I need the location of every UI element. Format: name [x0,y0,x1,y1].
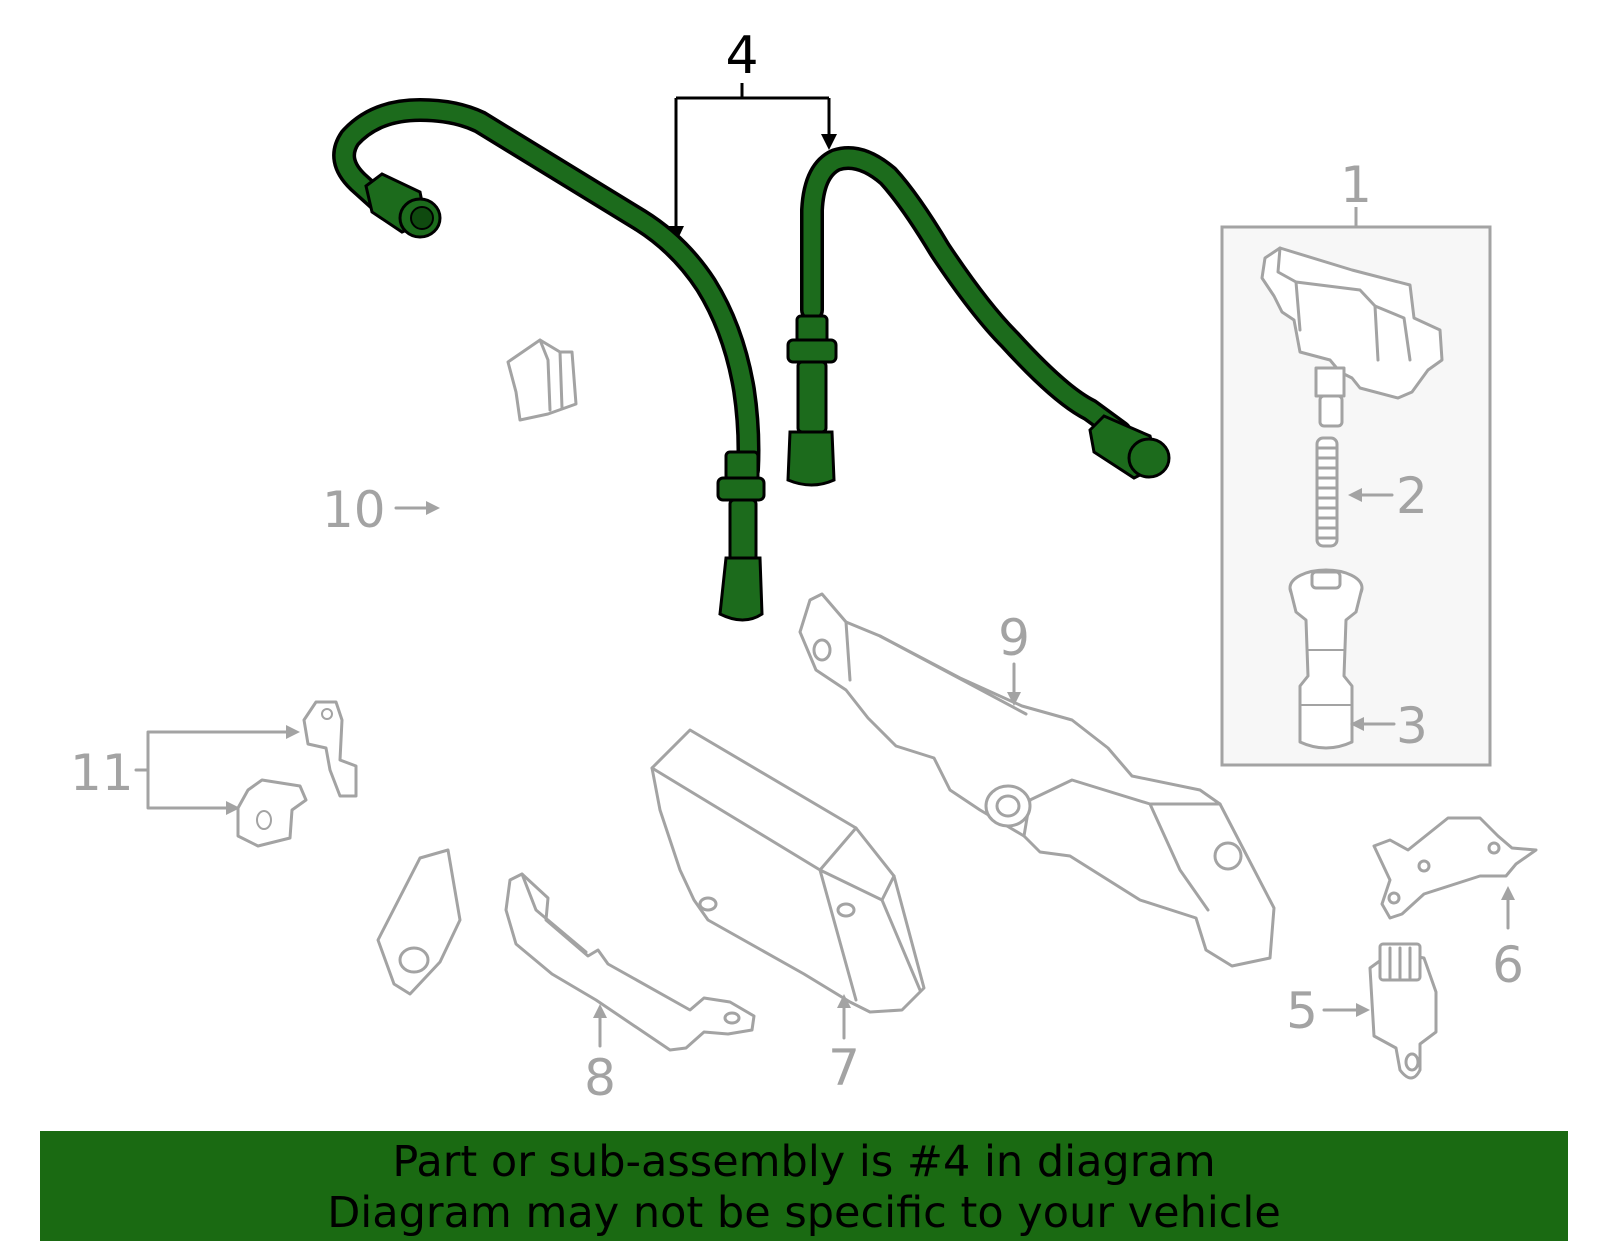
info-banner: Part or sub-assembly is #4 in diagram Di… [40,1131,1568,1241]
callout-1: 1 [1340,156,1372,214]
wire-a [332,98,766,622]
callout-5: 5 [1286,982,1318,1040]
callout-9: 9 [998,609,1030,667]
part-5-sensor[interactable]: 5 [1286,942,1438,1080]
callout-3: 3 [1396,697,1428,755]
banner-line-1: Part or sub-assembly is #4 in diagram [392,1137,1216,1187]
part-4-spark-plug-wires[interactable]: 4 [332,26,1171,622]
part-1-assembly-box[interactable]: 1 2 3 [1220,156,1492,767]
ignition-coil [1260,246,1444,428]
part-10-sensor-harness[interactable]: 10 [322,338,578,996]
callout-4: 4 [725,26,758,86]
callout-10: 10 [322,481,386,539]
callout-2: 2 [1396,467,1428,525]
part-9-bracket[interactable]: 9 [798,592,1276,968]
callout-8: 8 [584,1049,616,1107]
wire-b [786,146,1171,487]
part-8-bracket[interactable]: 8 [504,872,756,1107]
part-11-brackets[interactable]: 11 [70,700,358,848]
banner-line-2: Diagram may not be specific to your vehi… [327,1188,1281,1238]
part-6-bracket[interactable]: 6 [1372,816,1538,994]
callout-11: 11 [70,744,134,802]
part-7-control-module[interactable]: 7 [650,728,926,1097]
callout-6: 6 [1492,936,1524,994]
part-2-spring [1315,436,1339,548]
callout-7: 7 [828,1039,860,1097]
part-3-boot [1288,568,1364,750]
